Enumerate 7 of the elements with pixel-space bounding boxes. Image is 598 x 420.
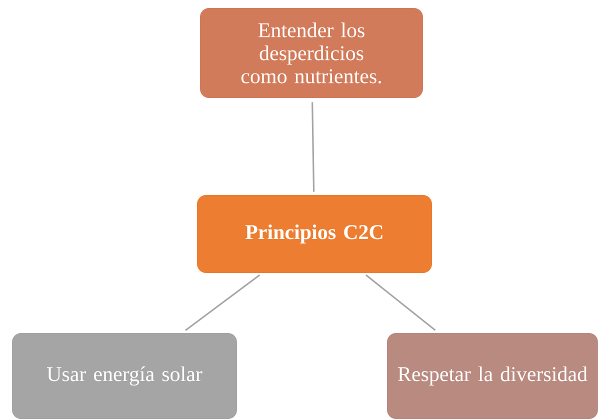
connector-line bbox=[365, 274, 436, 331]
principle-box: Usar energía solar bbox=[12, 332, 237, 419]
principle-box: Respetar la diversidad bbox=[387, 332, 598, 419]
principle-box: Entender los desperdicios como nutrientes. bbox=[200, 8, 423, 98]
connector-line bbox=[184, 274, 260, 332]
connector-line bbox=[312, 102, 315, 192]
title-box: Principios C2C bbox=[197, 195, 432, 273]
